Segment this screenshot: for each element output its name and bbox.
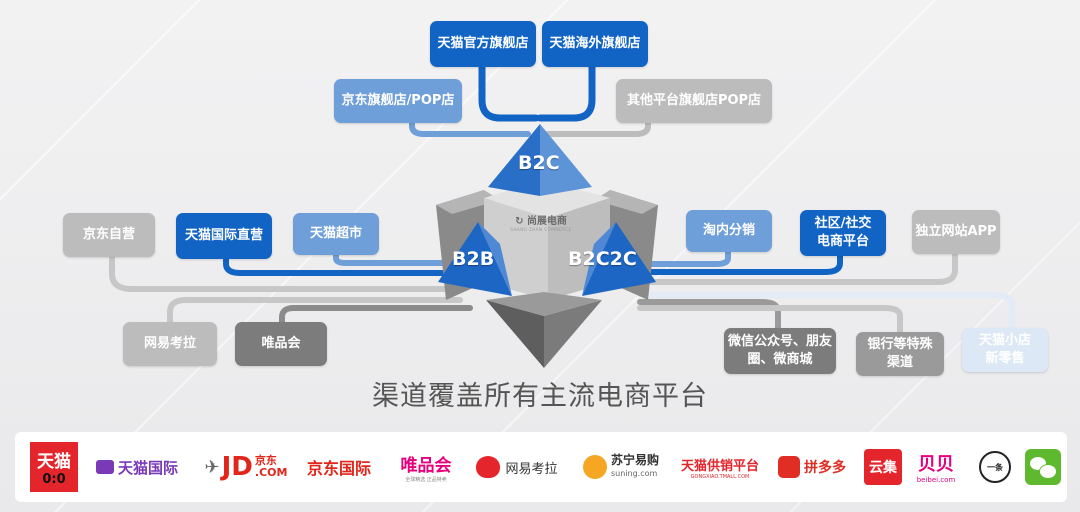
- center-brand: ↻ 尚展电商 SHANG ZHAN COMMERCE: [504, 212, 578, 248]
- independent-site-box: 独立网站APP: [912, 210, 1000, 254]
- tmall-supply-logo: 天猫供销平台 GONGXIAO.TMALL.COM: [671, 432, 769, 502]
- suning-logo-sub: suning.com: [610, 469, 658, 478]
- pyramid-graphic: [436, 124, 658, 368]
- vipshop-label: 唯品会: [261, 336, 301, 351]
- bank-channel-box: 银行等特殊 渠道: [856, 332, 944, 376]
- tmall-intl-logo-text: 天猫国际: [117, 458, 178, 477]
- netease-kaola-box: 网易考拉: [123, 322, 217, 366]
- bottom-pyramid: [486, 300, 544, 368]
- community-platform-line1: 社区/社交: [814, 216, 872, 231]
- tmall-logo: 天猫 0:0: [29, 432, 79, 502]
- tmall-intl-direct-box: 天猫国际直营: [176, 213, 272, 259]
- other-flagship-label: 其他平台旗舰店POP店: [626, 93, 762, 108]
- caption: 渠道覆盖所有主流电商平台: [372, 381, 708, 412]
- tmall-overseas-store-label: 天猫海外旗舰店: [549, 36, 641, 51]
- jd-intl-logo: 京东国际: [297, 432, 381, 502]
- tmall-official-store-label: 天猫官方旗舰店: [437, 36, 529, 51]
- yunji-logo: 云集: [863, 432, 903, 502]
- vipshop-logo-sub: 全球精选 正品特卖: [405, 477, 447, 483]
- yunji-logo-text: 云集: [864, 449, 902, 485]
- beibei-logo-text: 贝贝: [918, 454, 954, 475]
- pinduoduo-icon: [778, 456, 800, 478]
- lion-icon: [582, 455, 607, 479]
- tmall-store-box: 天猫小店 新零售: [962, 328, 1048, 372]
- tmall-store-line2: 新零售: [985, 351, 1025, 366]
- wechat-channel-line1: 微信公众号、朋友: [727, 334, 832, 349]
- b2c2c-label: B2C2C: [568, 248, 637, 270]
- tmall-official-store-box: 天猫官方旗舰店: [430, 21, 536, 67]
- wechat-logo: [1023, 432, 1063, 502]
- tmall-supply-logo-text: 天猫供销平台: [680, 458, 759, 474]
- jd-logo-com: .COM: [254, 466, 288, 479]
- b2c2c-pyramid: [582, 222, 656, 296]
- jd-logo-cn: 京东: [254, 454, 277, 467]
- tmall-supermarket-label: 天猫超市: [309, 226, 362, 241]
- bank-channel-line1: 银行等特殊: [867, 337, 933, 352]
- jd-intl-logo-text: 京东国际: [306, 459, 371, 478]
- vipshop-logo-text: 唯品会: [400, 456, 452, 476]
- b2b-label: B2B: [452, 248, 495, 270]
- tmall-logo-digits: 0:0: [42, 472, 66, 487]
- vipshop-logo: 唯品会 全球精选 正品特卖: [389, 432, 463, 502]
- beibei-logo: 贝贝 beibei.com: [909, 432, 963, 502]
- taobao-distribution-box: 淘内分销: [686, 210, 772, 252]
- refresh-icon: ↻: [515, 216, 524, 227]
- wechat-icon: [1025, 449, 1061, 485]
- b2c-pyramid: [488, 124, 540, 196]
- yitiao-logo-text: 一条: [979, 451, 1011, 483]
- kaola-logo-text: 网易考拉: [505, 461, 558, 477]
- jd-flagship-box: 京东旗舰店/POP店: [334, 79, 462, 123]
- jd-logo-main: JD: [221, 452, 253, 482]
- jd-self-label: 京东自营: [82, 227, 135, 242]
- independent-site-label: 独立网站APP: [915, 224, 997, 239]
- suning-logo: 苏宁易购 suning.com: [577, 432, 665, 502]
- b2c-label: B2C: [518, 152, 560, 174]
- taobao-distribution-label: 淘内分销: [702, 223, 755, 238]
- vipshop-box: 唯品会: [235, 322, 327, 366]
- b2b-pyramid: [438, 222, 512, 296]
- jd-self-box: 京东自营: [63, 213, 155, 257]
- jd-dog-icon: ✈: [204, 456, 220, 478]
- tmall-store-line1: 天猫小店: [978, 333, 1031, 348]
- center-brand-sub: SHANG ZHAN COMMERCE: [510, 227, 572, 232]
- pinduoduo-logo-text: 拼多多: [804, 460, 846, 476]
- koala-icon: [476, 456, 501, 478]
- wechat-channel-line2: 圈、微商城: [747, 352, 813, 367]
- suning-logo-text: 苏宁易购: [610, 453, 659, 467]
- wechat-channel-box: 微信公众号、朋友 圈、微商城: [724, 328, 836, 374]
- jd-flagship-label: 京东旗舰店/POP店: [341, 93, 455, 108]
- yitiao-logo: 一条: [977, 432, 1013, 502]
- tmall-intl-logo: 天猫国际: [89, 432, 185, 502]
- kaola-logo: 网易考拉: [465, 432, 569, 502]
- community-platform-line2: 电商平台: [816, 234, 869, 249]
- logo-bar: 天猫 0:0 天猫国际 ✈ JD 京东 .COM 京东国际 唯品会 全球精选 正…: [15, 432, 1067, 502]
- tmall-supply-logo-sub: GONGXIAO.TMALL.COM: [690, 473, 750, 480]
- tmall-supermarket-box: 天猫超市: [293, 213, 379, 255]
- tmall-intl-direct-label: 天猫国际直营: [184, 228, 263, 243]
- beibei-logo-sub: beibei.com: [916, 476, 956, 484]
- netease-kaola-label: 网易考拉: [143, 336, 196, 351]
- community-platform-box: 社区/社交 电商平台: [800, 210, 886, 256]
- jd-logo: ✈ JD 京东 .COM: [187, 432, 305, 502]
- pinduoduo-logo: 拼多多: [771, 432, 853, 502]
- tmall-logo-text: 天猫: [37, 452, 71, 472]
- center-brand-name: 尚展电商: [526, 216, 567, 227]
- tmall-overseas-store-box: 天猫海外旗舰店: [542, 21, 648, 67]
- bank-channel-line2: 渠道: [886, 355, 913, 370]
- cat-icon: [95, 460, 114, 474]
- other-flagship-box: 其他平台旗舰店POP店: [616, 79, 772, 123]
